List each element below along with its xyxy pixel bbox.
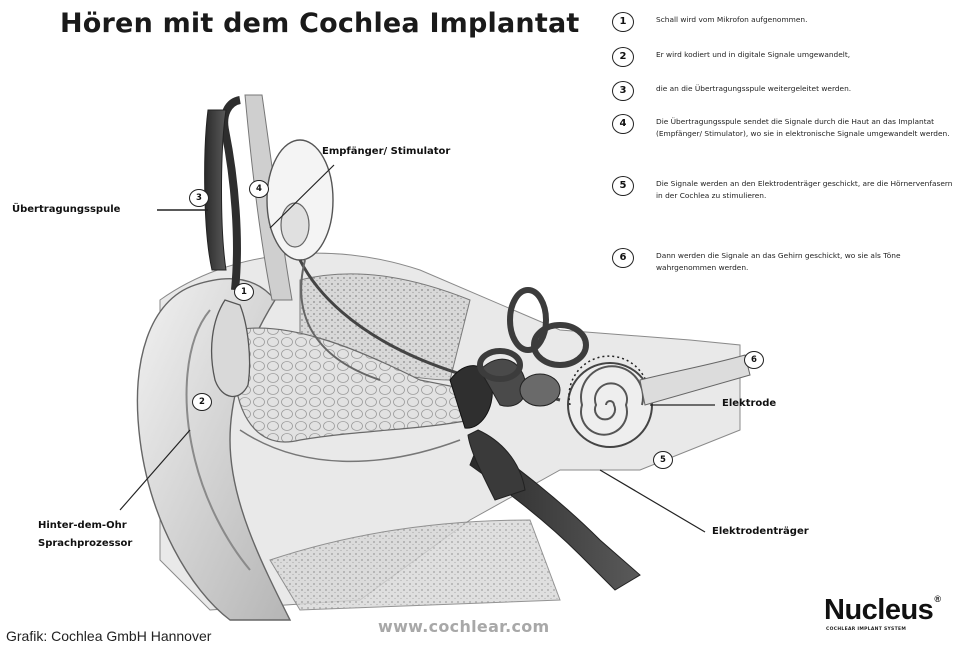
label-processor-1: Hinter-dem-Ohr bbox=[38, 520, 127, 531]
marker-6: 6 bbox=[744, 351, 764, 369]
leader-carrier bbox=[600, 470, 705, 532]
marker-2: 2 bbox=[192, 393, 212, 411]
marker-5: 5 bbox=[653, 451, 673, 469]
brand-subtitle: COCHLEAR IMPLANT SYSTEM bbox=[826, 627, 906, 632]
label-electrode: Elektrode bbox=[722, 398, 776, 409]
receiver-magnet bbox=[281, 203, 309, 247]
marker-3: 3 bbox=[189, 189, 209, 207]
website-url: www.cochlear.com bbox=[378, 617, 550, 636]
marker-1: 1 bbox=[234, 283, 254, 301]
nucleus-logo: Nucleus® bbox=[824, 594, 940, 627]
label-coil: Übertragungsspule bbox=[12, 204, 120, 215]
brand-name: Nucleus bbox=[824, 594, 933, 626]
coil-cable bbox=[224, 100, 240, 290]
label-receiver: Empfänger/ Stimulator bbox=[322, 146, 450, 157]
vestibule bbox=[520, 374, 560, 406]
coil-disc bbox=[205, 110, 226, 270]
marker-4: 4 bbox=[249, 180, 269, 198]
label-electrode-carrier: Elektrodenträger bbox=[712, 526, 809, 537]
image-credit: Grafik: Cochlea GmbH Hannover bbox=[6, 628, 211, 644]
speech-processor bbox=[212, 300, 250, 396]
label-processor-2: Sprachprozessor bbox=[38, 538, 132, 549]
brand-mark: ® bbox=[934, 594, 940, 604]
